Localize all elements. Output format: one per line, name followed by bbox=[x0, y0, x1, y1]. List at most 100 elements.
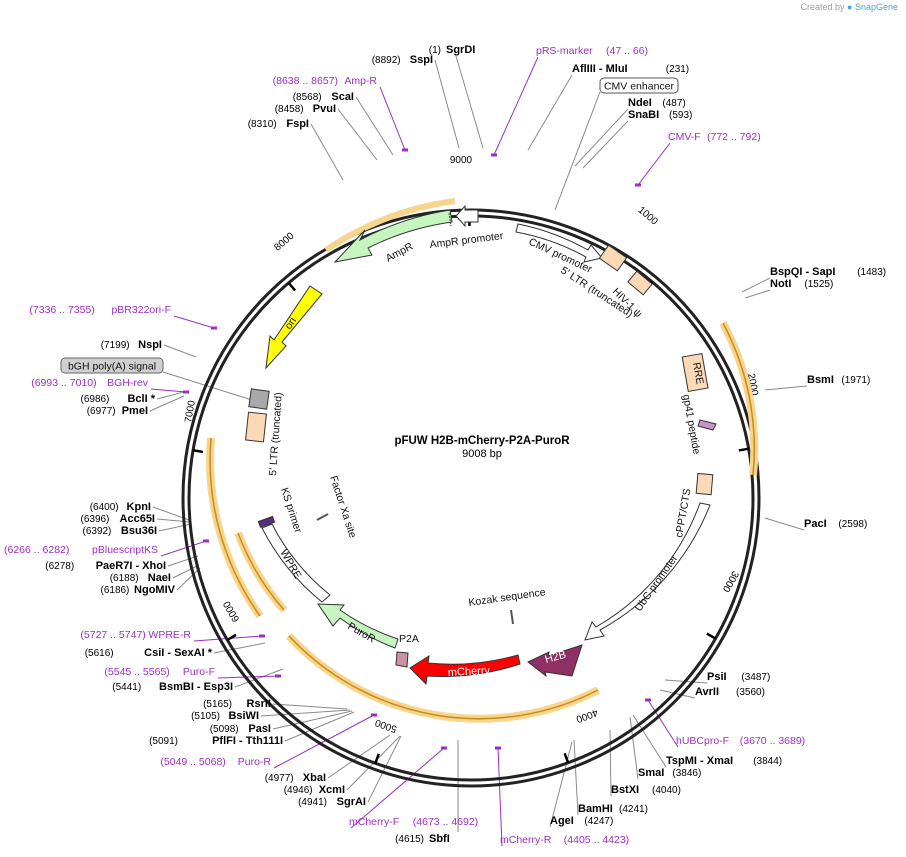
ampr-promoter-arrow bbox=[455, 204, 479, 228]
label-rre: RRE bbox=[690, 361, 706, 385]
primer-mark bbox=[635, 183, 641, 187]
enzyme-site: AgeI(4247) bbox=[550, 815, 613, 827]
enzyme-position: (6392) bbox=[82, 526, 111, 537]
credit-prefix: Created by bbox=[800, 2, 845, 12]
feature-layer bbox=[245, 204, 717, 686]
enzyme-position: (4040) bbox=[652, 785, 681, 796]
leader-line bbox=[162, 371, 253, 401]
primer-name: pBR322ori-F bbox=[111, 304, 171, 316]
leader-line bbox=[272, 710, 353, 730]
cppt-box bbox=[695, 472, 714, 496]
primer-site: BGH-rev(6993 .. 7010) bbox=[31, 377, 149, 389]
mcherry-arrow bbox=[409, 654, 521, 686]
primer-range: (772 .. 792) bbox=[707, 131, 761, 143]
primer-name: hUBCpro-F bbox=[676, 735, 729, 747]
enzyme-name: XbaI bbox=[303, 772, 326, 784]
primer-name: Amp-R bbox=[344, 75, 377, 87]
plasmid-size: 9008 bp bbox=[462, 448, 502, 460]
primer-mark bbox=[211, 326, 217, 330]
ubc-promoter-arrow bbox=[584, 502, 711, 641]
primer-site: Amp-R(8638 .. 8657) bbox=[273, 75, 378, 87]
primer-name: pBluescriptKS bbox=[92, 544, 158, 556]
primer-name: mCherry-R bbox=[500, 834, 552, 846]
enzyme-name: BamHI bbox=[578, 803, 613, 815]
enzyme-name: FspI bbox=[286, 118, 309, 130]
ks-primer-marker bbox=[257, 515, 276, 528]
enzyme-site: NdeI(487) bbox=[628, 97, 686, 109]
tick-mark bbox=[563, 752, 570, 764]
enzyme-site: PmeI(6977) bbox=[87, 405, 148, 417]
orf-band-right-line bbox=[722, 322, 756, 476]
enzyme-position: (4941) bbox=[298, 797, 327, 808]
puror-arrow bbox=[317, 603, 399, 649]
leader-line bbox=[213, 642, 266, 654]
primer-range: (47 .. 66) bbox=[606, 45, 648, 57]
orf-bands bbox=[206, 198, 759, 723]
label-ubc: UbC promoter bbox=[633, 552, 681, 613]
enzyme-site: BamHI (4241) bbox=[578, 803, 648, 815]
enzyme-name: BclI * bbox=[127, 393, 155, 405]
enzyme-name: AgeI bbox=[550, 815, 574, 827]
leader-line bbox=[367, 735, 402, 803]
label-ori: ori bbox=[283, 315, 299, 331]
enzyme-position: (6977) bbox=[87, 406, 116, 417]
tick-mark bbox=[287, 282, 297, 292]
enzyme-site: BsmBI - Esp3I(5441) bbox=[112, 681, 233, 693]
enzyme-name: AflIII - MluI bbox=[572, 63, 628, 75]
enzyme-name: SgrAI bbox=[337, 796, 366, 808]
primer-range: (6993 .. 7010) bbox=[31, 377, 96, 389]
leader-line bbox=[609, 729, 612, 797]
enzyme-position: (6188) bbox=[110, 573, 139, 584]
leader-line bbox=[744, 289, 771, 299]
tick-label: 7000 bbox=[183, 399, 198, 423]
leader-line bbox=[741, 277, 771, 293]
enzyme-position: (4241) bbox=[619, 804, 648, 815]
primer-leader bbox=[350, 747, 445, 829]
primer-range: (5545 .. 5565) bbox=[104, 666, 169, 678]
primer-range: (5727 .. 5747) bbox=[80, 629, 145, 641]
primer-range: (6266 .. 6282) bbox=[4, 544, 69, 556]
tick-label: 8000 bbox=[272, 230, 296, 253]
enzyme-site: BsiWI(5105) bbox=[191, 710, 259, 722]
leader-line bbox=[527, 74, 573, 151]
primer-leader bbox=[160, 540, 207, 557]
tick-mark bbox=[738, 447, 749, 452]
primer-name: Puro-F bbox=[183, 666, 215, 678]
orf-band-left-line bbox=[209, 437, 261, 617]
leader-line bbox=[149, 395, 185, 412]
label-ampr-promoter: AmpR promoter bbox=[429, 230, 505, 251]
primer-name: pRS-marker bbox=[536, 45, 593, 57]
tick-mark bbox=[374, 753, 380, 764]
snapgene-logo-icon: ● bbox=[847, 2, 853, 12]
enzyme-site: Bsu36I (6392) bbox=[82, 525, 157, 537]
leader-line bbox=[582, 120, 629, 169]
tick-label: 6000 bbox=[221, 599, 242, 624]
leader-line bbox=[260, 709, 351, 717]
primer-leader bbox=[150, 388, 187, 393]
enzyme-position: (1971) bbox=[841, 375, 870, 386]
enzyme-position: (5441) bbox=[112, 682, 141, 693]
enzyme-position: (4977) bbox=[265, 773, 294, 784]
enzyme-position: (231) bbox=[666, 64, 689, 75]
p2a-marker bbox=[395, 651, 409, 668]
enzyme-position: (2598) bbox=[838, 519, 867, 530]
enzyme-position: (6400) bbox=[90, 502, 119, 513]
tick-mark bbox=[192, 449, 204, 454]
callout-bgh-polya: bGH poly(A) signal bbox=[60, 357, 164, 374]
enzyme-name: BsmI bbox=[807, 374, 834, 386]
tick-label: 5000 bbox=[373, 716, 398, 734]
primer-mark bbox=[441, 746, 447, 750]
primer-site: mCherry-F(4673 .. 4692) bbox=[349, 816, 478, 828]
enzyme-site: NaeI(6188) bbox=[110, 572, 171, 584]
leader-line bbox=[172, 564, 200, 579]
enzyme-name: ScaI bbox=[331, 91, 354, 103]
orf-band-bottom-line bbox=[288, 635, 599, 720]
wpre-block bbox=[261, 523, 331, 603]
primer-leader bbox=[497, 747, 503, 847]
leader-line bbox=[156, 391, 185, 400]
primer-mark bbox=[402, 148, 408, 152]
enzyme-site: BspQI - SapI(1483) bbox=[770, 266, 886, 278]
enzyme-site: PflFI - Tth111I(5091) bbox=[149, 735, 283, 747]
enzyme-site: SspI(8892) bbox=[372, 54, 433, 66]
enzyme-name: Bsu36I bbox=[121, 525, 157, 537]
